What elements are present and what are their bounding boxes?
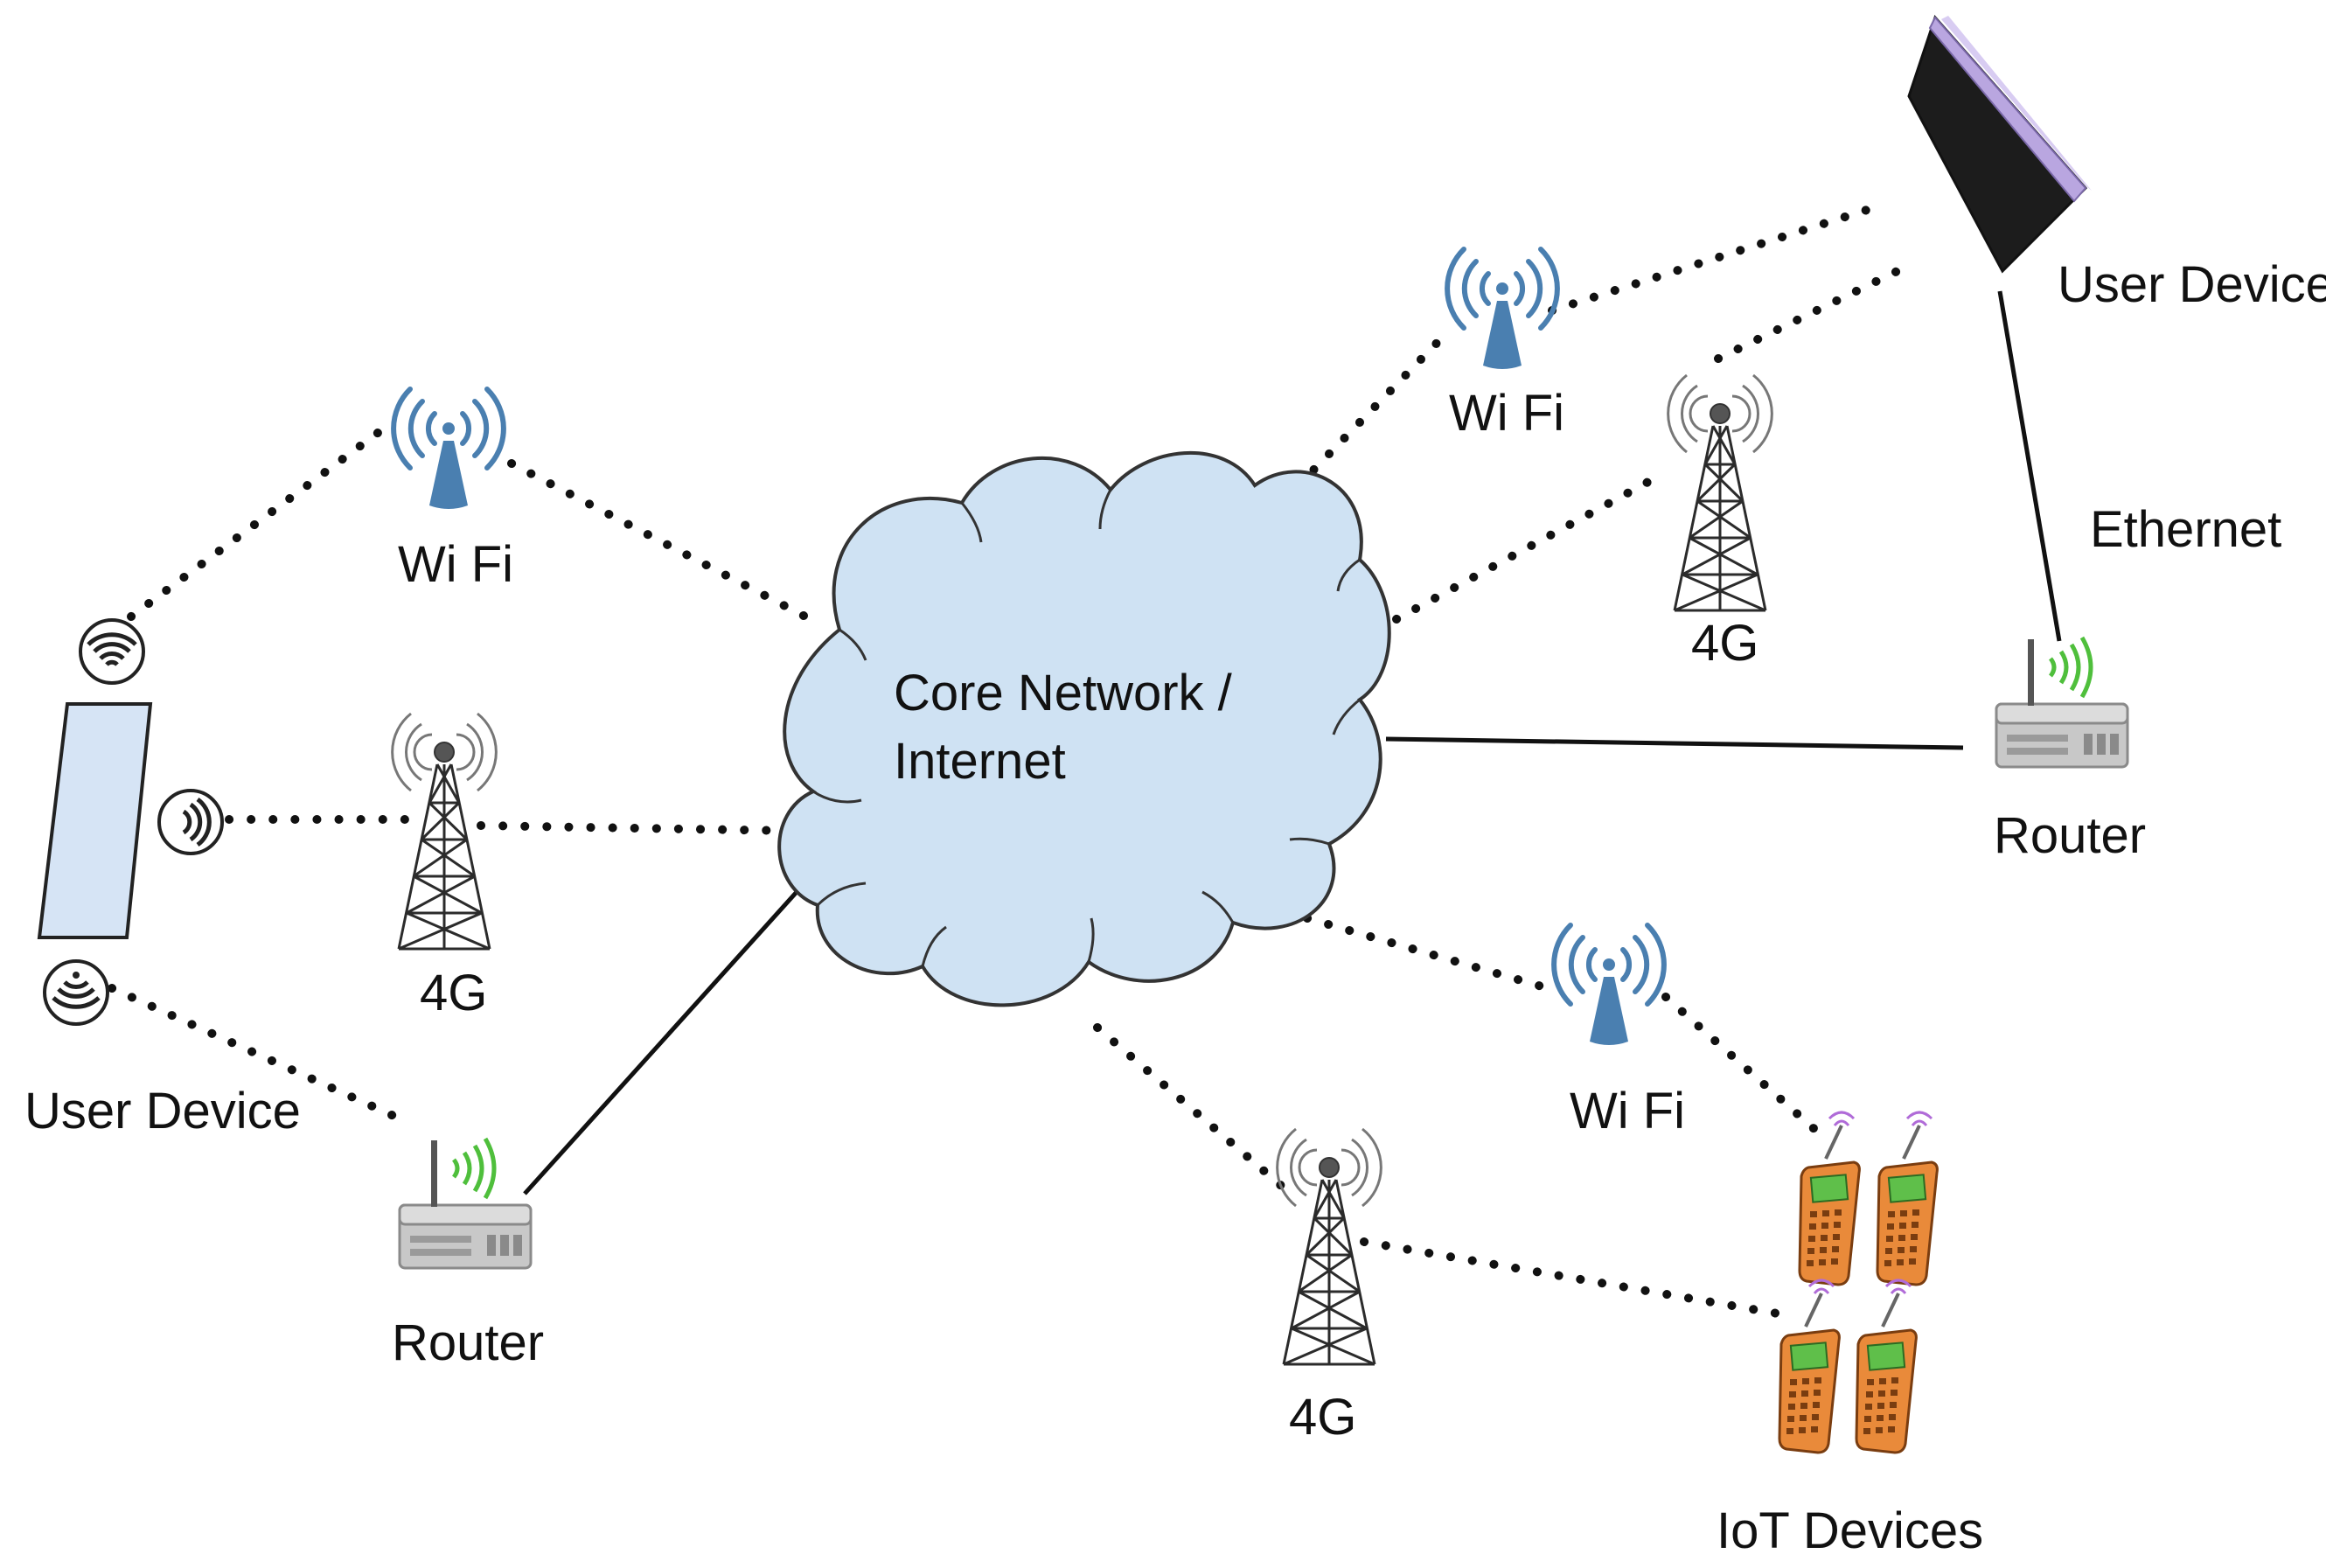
tablet-icon — [37, 702, 153, 939]
ethernet-label: Ethernet — [2090, 501, 2281, 558]
router-icon — [400, 1139, 531, 1268]
link-4g-left-cloud — [477, 821, 796, 835]
link-wifi-top-laptop — [1548, 206, 1871, 315]
iot-device-icon — [1778, 1279, 1842, 1454]
iot-devices-label: IoT Devices — [1717, 1502, 1983, 1559]
link-cloud-router-right — [1385, 736, 1964, 750]
wifi-tower-icon — [1447, 249, 1557, 369]
cloud-label-line1: Core Network / — [894, 665, 1233, 721]
router-icon — [1996, 638, 2128, 767]
user-device-right-label: User Device — [2058, 256, 2326, 313]
g4-left-label: 4G — [420, 965, 487, 1021]
link-cloud-4g-bottom — [1093, 1023, 1290, 1194]
cellular-signal-icon — [157, 789, 224, 855]
link-router-left-cloud — [523, 882, 806, 1195]
link-tablet-wifi-left — [127, 429, 382, 621]
cloud-icon — [777, 450, 1391, 1007]
router-right-label: Router — [1994, 807, 2146, 864]
link-laptop-router-right — [1997, 290, 2062, 642]
link-cloud-wifi-bottom — [1303, 914, 1552, 993]
link-4g-bottom-iot — [1360, 1237, 1797, 1321]
user-device-left-label: User Device — [24, 1083, 301, 1139]
wifi-top-right-label: Wi Fi — [1449, 385, 1564, 442]
cloud-label-line2: Internet — [894, 733, 1066, 790]
iot-device-icon — [1855, 1279, 1919, 1454]
wifi-left-label: Wi Fi — [398, 536, 513, 593]
iot-device-icon — [1876, 1111, 1939, 1286]
router-left-label: Router — [392, 1314, 544, 1371]
wired-signal-icon — [43, 959, 109, 1026]
link-wifi-left-cloud — [507, 459, 826, 630]
link-4g-top-laptop — [1714, 262, 1911, 363]
wifi-bottom-right-label: Wi Fi — [1570, 1083, 1685, 1139]
g4-bottom-label: 4G — [1289, 1389, 1356, 1446]
wifi-signal-icon — [79, 618, 145, 685]
link-cloud-4g-top — [1373, 468, 1670, 634]
cell-tower-icon — [391, 712, 498, 951]
laptop-icon — [1907, 15, 2092, 274]
iot-device-icon — [1798, 1111, 1862, 1286]
wifi-tower-icon — [1554, 925, 1664, 1045]
cell-tower-icon — [1667, 373, 1773, 612]
link-cloud-wifi-top — [1294, 328, 1452, 490]
cell-tower-icon — [1276, 1127, 1382, 1366]
wifi-tower-icon — [393, 389, 504, 509]
link-wifi-bottom-iot — [1661, 993, 1828, 1141]
connections — [108, 206, 2062, 1321]
g4-top-right-label: 4G — [1691, 615, 1758, 672]
